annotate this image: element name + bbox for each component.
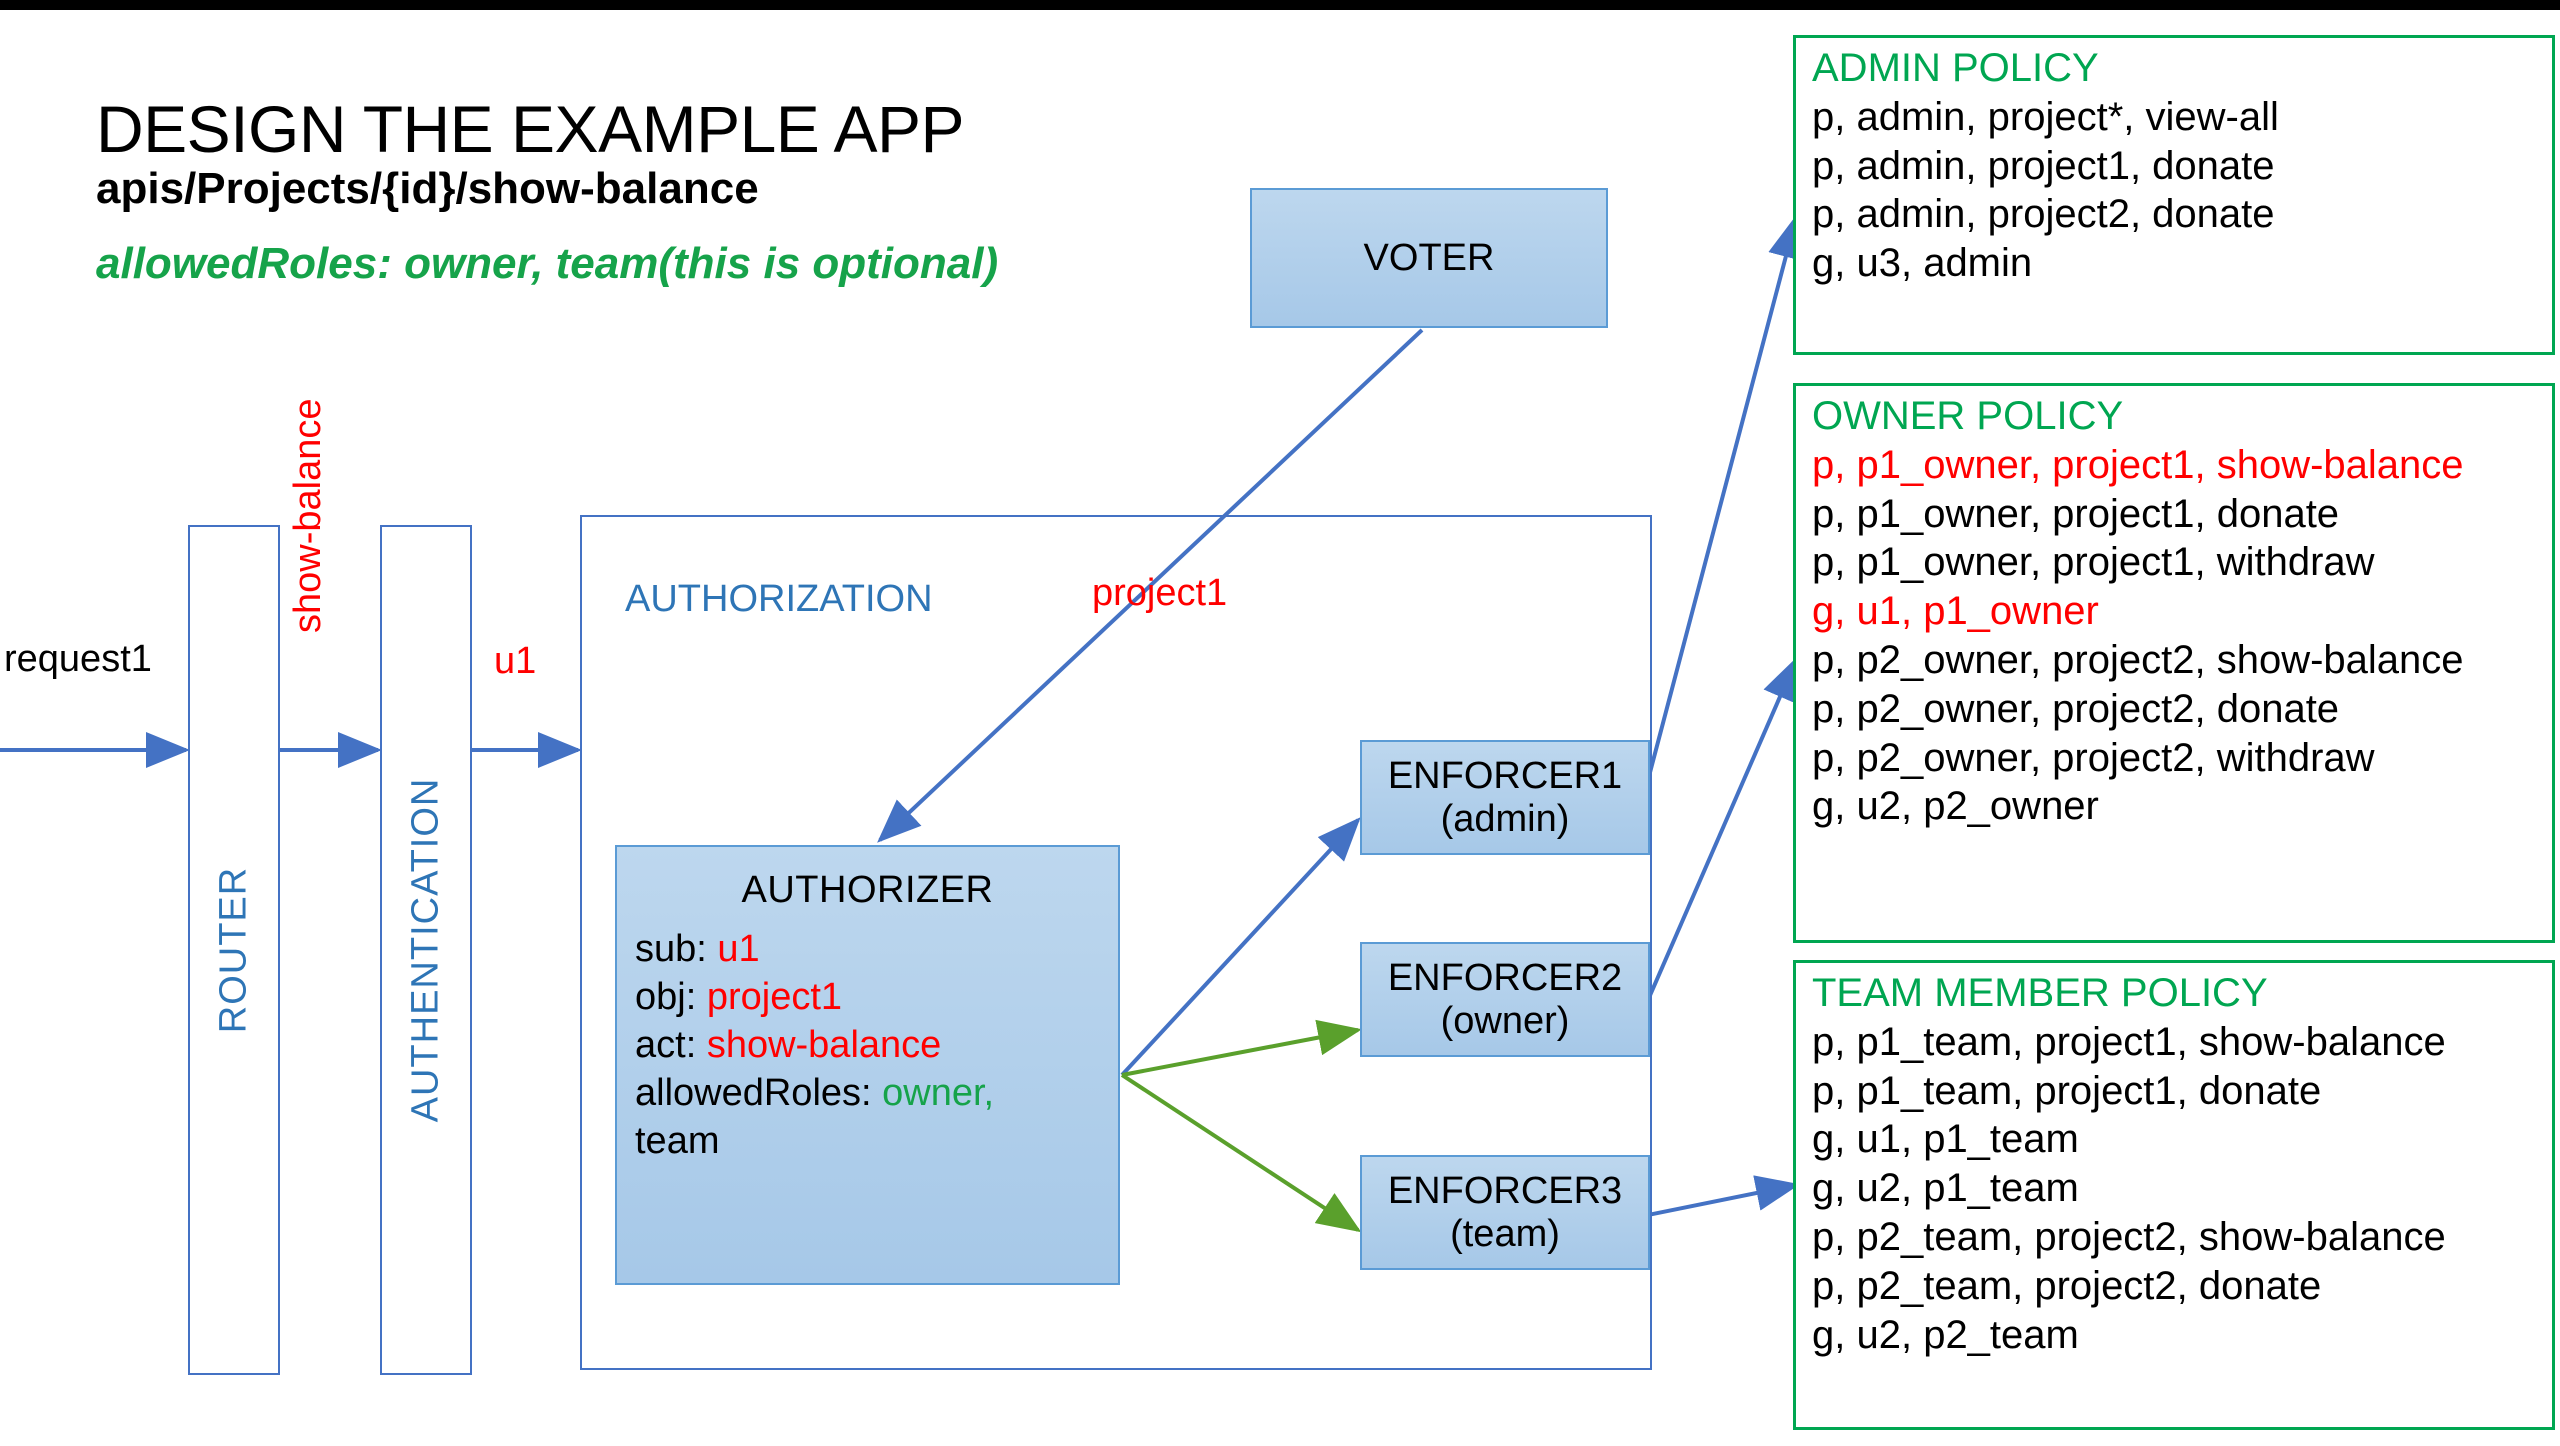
policy-rule: g, u2, p2_team xyxy=(1812,1312,2079,1357)
enforcer2-box[interactable]: ENFORCER2 (owner) xyxy=(1360,942,1650,1057)
enforcer1-role: (admin) xyxy=(1440,797,1570,840)
admin-policy-card[interactable]: ADMIN POLICY p, admin, project*, view-al… xyxy=(1793,35,2555,355)
router-box[interactable]: ROUTER xyxy=(188,525,280,1375)
team-member-policy-card[interactable]: TEAM MEMBER POLICY p, p1_team, project1,… xyxy=(1793,960,2555,1430)
enforcer2-role: (owner) xyxy=(1440,999,1570,1042)
policy-rule: p, p1_owner, project1, show-balance xyxy=(1812,442,2464,487)
page-title: DESIGN THE EXAMPLE APP xyxy=(96,92,965,166)
authorization-label: AUTHORIZATION xyxy=(625,578,933,620)
authorizer-sub-row: sub: u1 xyxy=(635,926,1100,974)
project1-label: project1 xyxy=(1092,572,1228,614)
policy-rule: p, p2_owner, project2, donate xyxy=(1812,686,2340,731)
policy-rule: p, p2_team, project2, donate xyxy=(1812,1263,2322,1308)
authorizer-roles-row: allowedRoles: owner, xyxy=(635,1070,1100,1118)
policy-rule: p, admin, project1, donate xyxy=(1812,143,2275,188)
u1-label: u1 xyxy=(494,640,537,682)
authorizer-obj-key: obj: xyxy=(635,975,707,1018)
authorizer-box[interactable]: AUTHORIZER sub: u1 obj: project1 act: sh… xyxy=(615,845,1120,1285)
enforcer1-name: ENFORCER1 xyxy=(1387,754,1623,797)
authorizer-obj-row: obj: project1 xyxy=(635,974,1100,1022)
policy-rule: p, p2_team, project2, show-balance xyxy=(1812,1214,2446,1259)
owner-policy-title: OWNER POLICY xyxy=(1812,394,2124,438)
authorizer-sub-value: u1 xyxy=(717,928,760,970)
authorizer-roles-key: allowedRoles: xyxy=(635,1071,883,1114)
router-label: ROUTER xyxy=(212,866,255,1034)
policy-rule: p, p1_owner, project1, withdraw xyxy=(1812,540,2375,585)
team-policy-title: TEAM MEMBER POLICY xyxy=(1812,971,2268,1015)
policy-rule: p, admin, project*, view-all xyxy=(1812,94,2279,139)
voter-label: VOTER xyxy=(1363,236,1495,279)
authorizer-roles-row-2: team xyxy=(635,1119,720,1162)
authorizer-sub-key: sub: xyxy=(635,928,718,970)
enforcer3-text: ENFORCER3 (team) xyxy=(1388,1170,1622,1255)
enforcer2-name: ENFORCER2 xyxy=(1387,956,1623,999)
policy-rule: p, p2_owner, project2, withdraw xyxy=(1812,735,2375,780)
voter-box[interactable]: VOTER xyxy=(1250,188,1608,328)
enforcer1-text: ENFORCER1 (admin) xyxy=(1388,755,1622,840)
policy-rule: p, p1_owner, project1, donate xyxy=(1812,491,2340,536)
allowed-roles-note: allowedRoles: owner, team(this is option… xyxy=(96,238,999,288)
enforcer1-box[interactable]: ENFORCER1 (admin) xyxy=(1360,740,1650,855)
authentication-box[interactable]: AUTHENTICATION xyxy=(380,525,472,1375)
policy-rule: p, p2_owner, project2, show-balance xyxy=(1812,637,2464,682)
title-block: DESIGN THE EXAMPLE APP apis/Projects/{id… xyxy=(96,96,1276,289)
top-black-bar xyxy=(0,0,2560,10)
authorizer-obj-value: project1 xyxy=(706,975,843,1018)
endpoint-path: apis/Projects/{id}/show-balance xyxy=(96,164,759,213)
arrow-enforcer2-to-owner-policy xyxy=(1646,656,1798,1001)
show-balance-label: show-balance xyxy=(287,398,329,633)
authorization-container xyxy=(580,515,1652,1370)
enforcer3-name: ENFORCER3 xyxy=(1387,1169,1623,1212)
enforcer2-text: ENFORCER2 (owner) xyxy=(1388,957,1622,1042)
request-label: request1 xyxy=(4,638,152,680)
authorizer-act-value: show-balance xyxy=(706,1023,942,1066)
arrow-enforcer1-to-admin-policy xyxy=(1646,214,1804,781)
enforcer3-box[interactable]: ENFORCER3 (team) xyxy=(1360,1155,1650,1270)
admin-policy-title: ADMIN POLICY xyxy=(1812,46,2099,90)
owner-policy-card[interactable]: OWNER POLICY p, p1_owner, project1, show… xyxy=(1793,383,2555,943)
policy-rule: g, u2, p2_owner xyxy=(1812,784,2099,829)
authorizer-act-row: act: show-balance xyxy=(635,1022,1100,1070)
policy-rule: g, u2, p1_team xyxy=(1812,1166,2079,1211)
arrow-enforcer3-to-team-policy xyxy=(1647,1175,1800,1217)
policy-rule: g, u1, p1_owner xyxy=(1812,589,2099,634)
enforcer3-role: (team) xyxy=(1450,1212,1560,1255)
authorizer-title: AUTHORIZER xyxy=(741,869,994,911)
authentication-label: AUTHENTICATION xyxy=(404,777,447,1123)
policy-rule: g, u3, admin xyxy=(1812,241,2033,286)
authorizer-roles-value: owner, xyxy=(882,1071,995,1114)
policy-rule: p, p1_team, project1, donate xyxy=(1812,1068,2322,1113)
policy-rule: p, p1_team, project1, show-balance xyxy=(1812,1019,2446,1064)
policy-rule: p, admin, project2, donate xyxy=(1812,192,2275,237)
policy-rule: g, u1, p1_team xyxy=(1812,1117,2079,1162)
authorizer-act-key: act: xyxy=(635,1023,707,1066)
